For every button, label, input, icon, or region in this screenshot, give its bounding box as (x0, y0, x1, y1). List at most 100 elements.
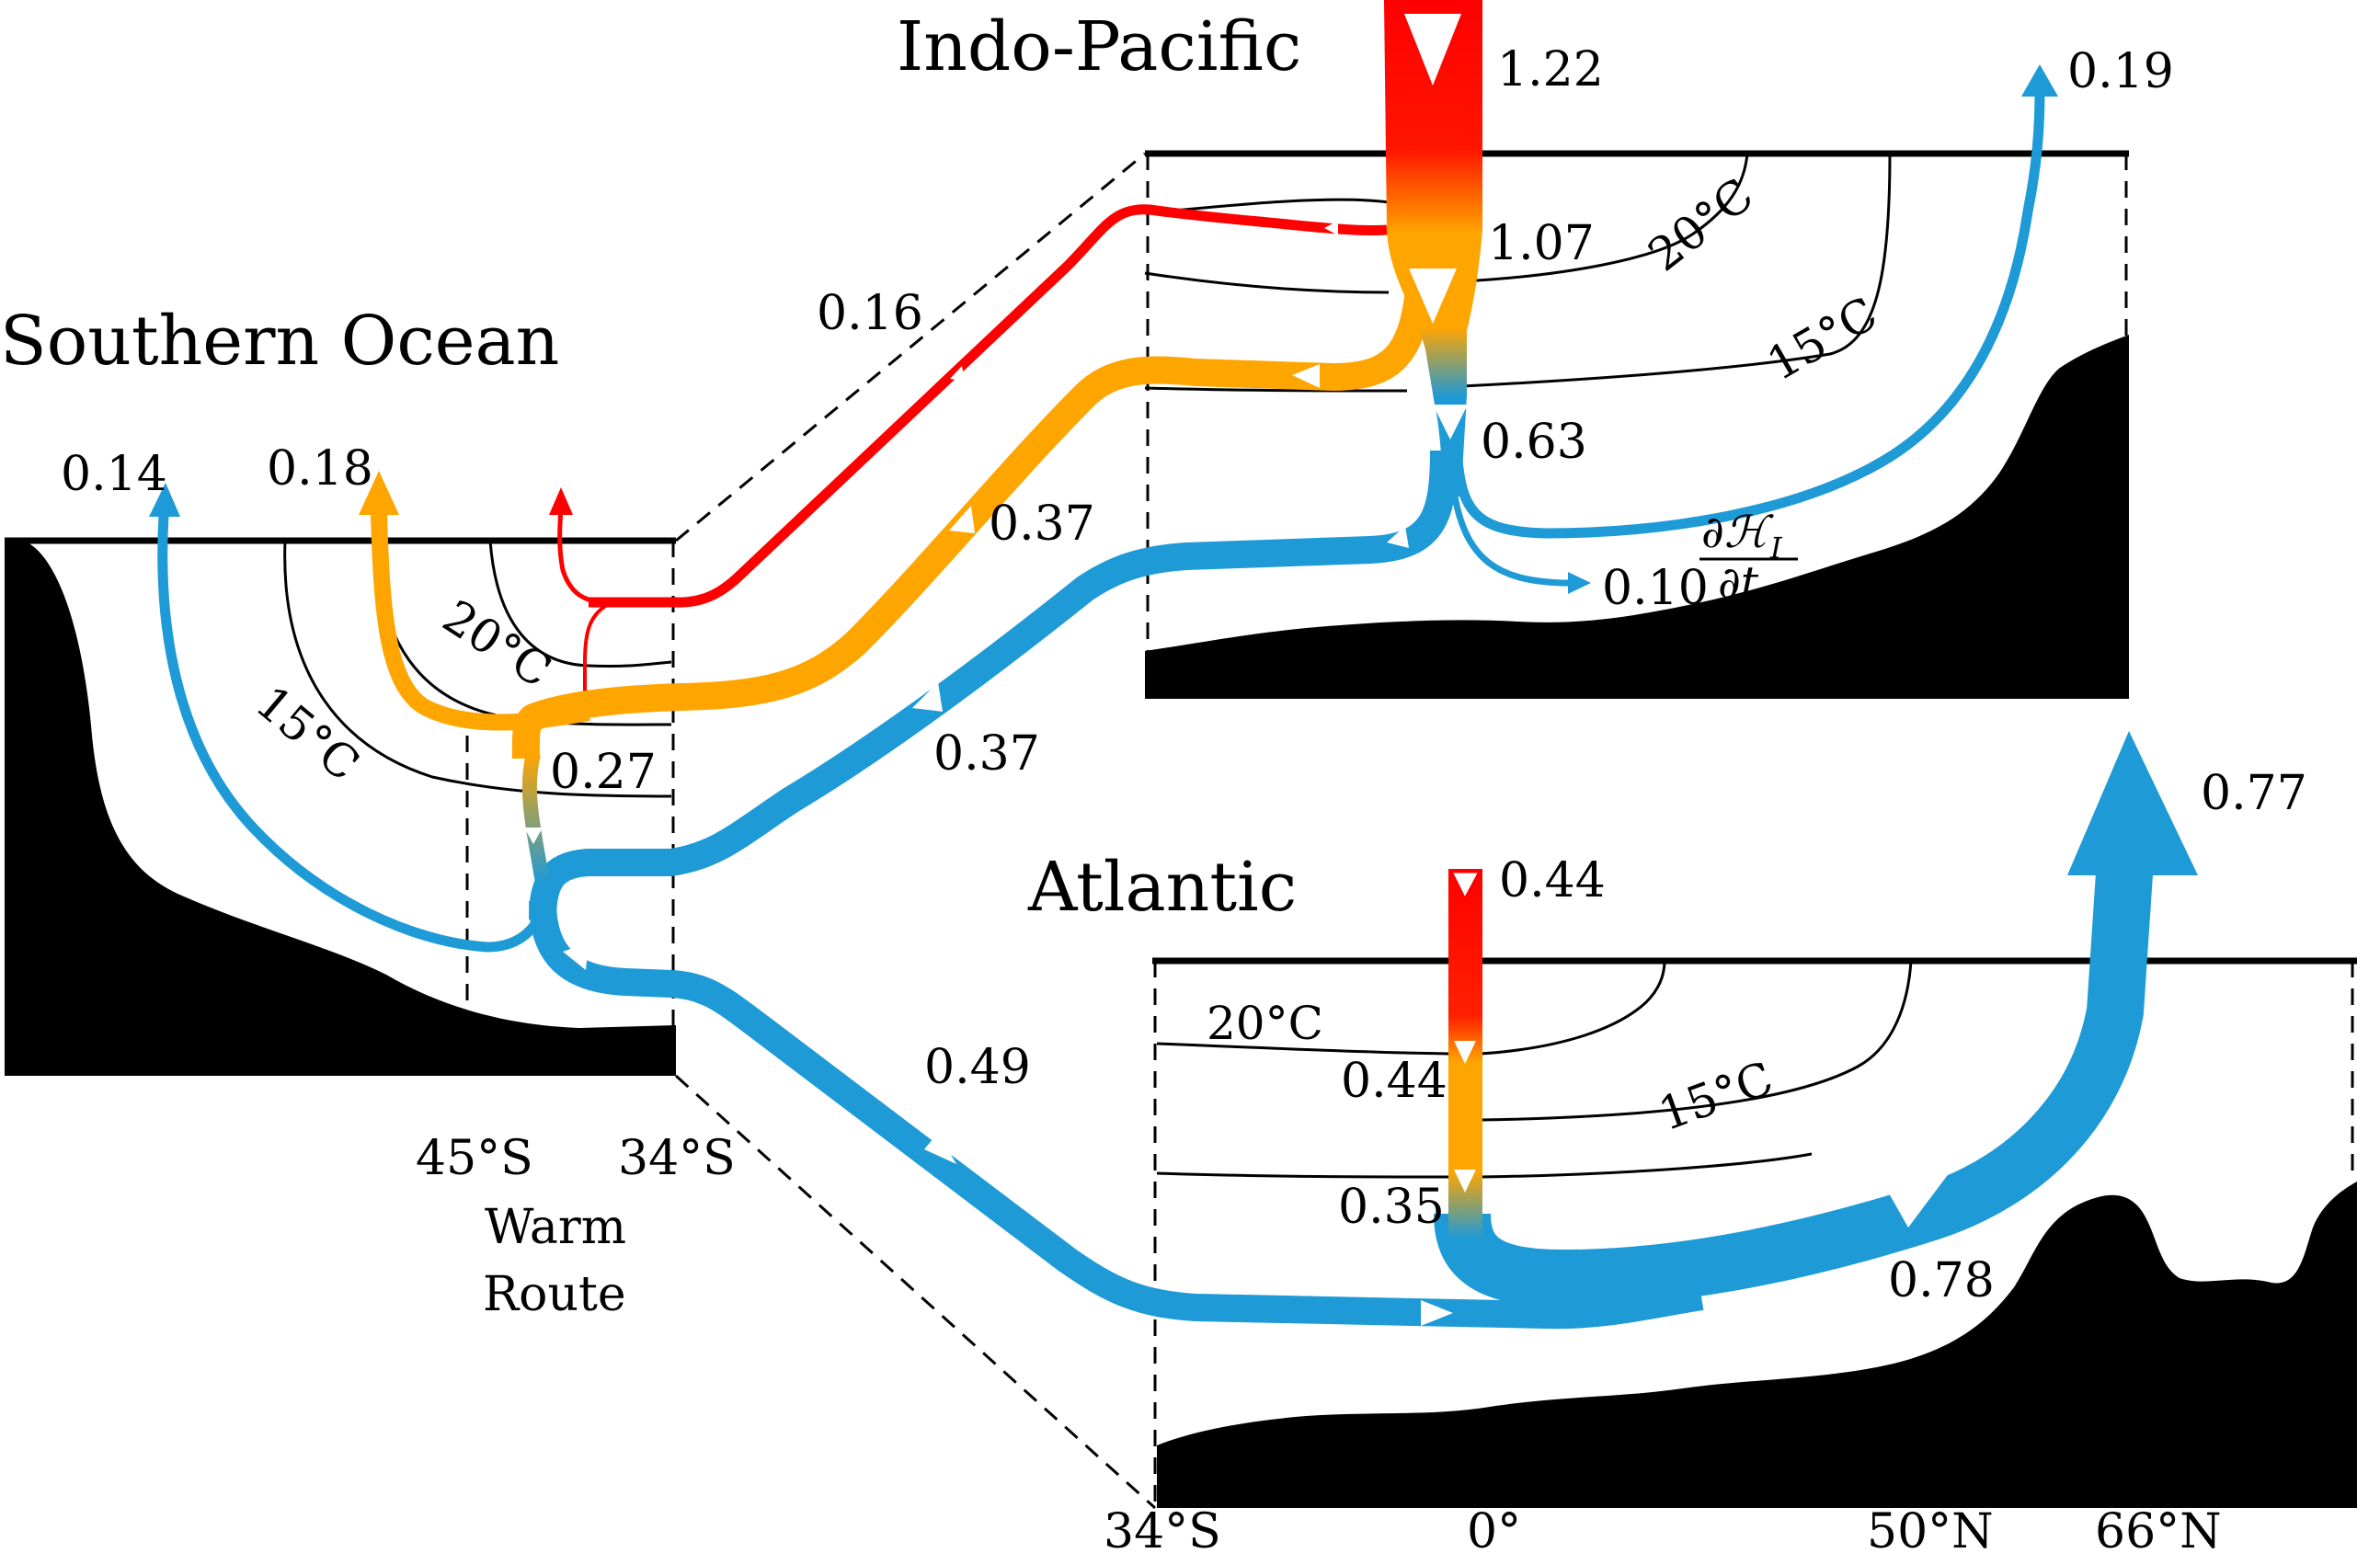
atl-blue-dir-arrow-3 (1881, 1172, 1950, 1228)
red-dir-arrow-1 (1324, 221, 1338, 235)
ip-arrow-low (1433, 405, 1468, 440)
so-land-mass (5, 541, 676, 1076)
lat-atl-66n: 66°N (2095, 1504, 2222, 1553)
atl-arrow-mid (1454, 1041, 1476, 1064)
red-path-up (557, 507, 608, 605)
ip-blue-dir-arrow-3 (1848, 418, 1867, 434)
so-warm-route (521, 752, 550, 885)
heat-content-term: ∂ℋ I ∂t (1699, 507, 1798, 609)
atl-isotherm-lower (1156, 1171, 1449, 1179)
iso-atl-20: 20°C (1207, 997, 1323, 1050)
ip-arrowhead-north (2021, 64, 2058, 97)
value-so-warm-route: 0.27 (550, 745, 657, 800)
orange-path-main (511, 266, 1435, 759)
ip-land-mass (1145, 335, 2129, 699)
connector-bottom (674, 1074, 1157, 1510)
red-stream (549, 204, 1388, 708)
atl-column (1448, 869, 1545, 1289)
lat-atl-34s: 34°S (1104, 1504, 1221, 1553)
atl-isotherm-lower-east (1480, 1152, 1813, 1179)
ip-arrow-mid (1409, 268, 1457, 324)
flow-arrowheads (524, 221, 1950, 1326)
value-ip-north: 0.19 (2067, 44, 2174, 99)
atl-arrow-top (1448, 870, 1482, 903)
red-path-main (589, 204, 1388, 608)
orange-arrowhead-outcrop (359, 471, 399, 515)
ip-isotherm-lower (1144, 386, 1408, 393)
iso-so-20: 20°C (433, 589, 560, 698)
ip-isotherm-inner (1144, 271, 1390, 294)
atl-blue-dir-arrow-2 (1421, 1300, 1453, 1326)
value-ip-top: 1.22 (1497, 42, 1604, 97)
title-indo-pacific: Indo-Pacific (897, 7, 1301, 86)
orange-dir-arrow-2 (949, 506, 975, 533)
warm-route-line2: Route (483, 1267, 626, 1322)
so-blue-path (157, 514, 548, 953)
value-ip-blue: 0.37 (933, 726, 1040, 782)
ip-isotherm-20c-east (1461, 153, 1749, 283)
value-ip-orange: 0.37 (989, 497, 1095, 552)
transport-values: 1.22 1.07 0.63 0.19 0.16 0.37 0.37 0.10 … (61, 42, 2307, 1308)
value-atl-mid: 0.44 (1341, 1054, 1447, 1109)
heat-numerator: ∂ℋ (1701, 507, 1774, 558)
titles: Indo-Pacific Southern Ocean Atlantic (0, 7, 1301, 927)
value-ip-mid: 1.07 (1488, 216, 1595, 271)
value-atl-top: 0.44 (1499, 853, 1606, 908)
atl-downwelling-column (1448, 869, 1545, 1289)
southern-ocean-panel (5, 537, 676, 1076)
so-blue-outcrop (149, 483, 548, 953)
red-path-down (583, 603, 609, 708)
value-atl-north-flow: 0.78 (1888, 1253, 1995, 1308)
iso-atl-15: 15°C (1652, 1051, 1779, 1141)
connector-top (675, 152, 1146, 542)
atl-blue-dir-arrow-1 (924, 1133, 956, 1164)
lat-so-34s: 34°S (618, 1131, 736, 1186)
latitude-labels: 45°S 34°S 34°S 0° 50°N 66°N (416, 1131, 2222, 1553)
value-atl-south: 0.49 (924, 1040, 1031, 1095)
value-ip-red: 0.16 (817, 286, 923, 341)
value-ip-heat: 0.10 (1602, 561, 1709, 616)
value-atl-north-out: 0.77 (2201, 766, 2307, 821)
so-blue-arrowhead (149, 483, 180, 517)
value-so-blue: 0.14 (61, 447, 167, 502)
heat-subscript: I (1769, 531, 1783, 565)
title-atlantic: Atlantic (1027, 848, 1297, 927)
ip-blue-stream (529, 64, 2058, 920)
ip-arrow-top (1404, 14, 1461, 86)
atl-arrow-low (1454, 1170, 1476, 1193)
ip-downwelling-column (1384, 0, 1482, 497)
so-warm-dir-arrow (524, 828, 543, 844)
ip-blue-dir-arrow-2 (912, 682, 943, 712)
ip-blue-north (1452, 91, 2045, 539)
atl-land-mass (1157, 1182, 2357, 1508)
so-blue-dir-arrow (563, 942, 589, 970)
atl-isotherm-mid (1480, 960, 1913, 1122)
ip-blue-path-main (529, 450, 1458, 920)
ip-blue-dir-arrow-1 (1387, 526, 1409, 548)
value-atl-deep: 0.35 (1338, 1180, 1445, 1235)
atl-blue-south (529, 900, 1704, 1330)
lat-so-45s: 45°S (416, 1131, 533, 1186)
so-isotherm-20c (488, 540, 672, 668)
atl-blue-north (1434, 871, 2153, 1307)
value-so-orange: 0.18 (267, 441, 373, 497)
warm-route-label: Warm Route (483, 1200, 626, 1322)
atl-isotherm-20c-east (1480, 960, 1666, 1056)
orange-dir-arrow-1 (1292, 364, 1320, 388)
red-dir-arrow-2 (950, 366, 965, 381)
ip-isotherm-15c (1461, 153, 1892, 388)
warm-route-line1: Warm (485, 1200, 626, 1255)
so-isotherm-15c (283, 540, 672, 798)
iso-ip-20: 20°C (1639, 168, 1764, 282)
atl-arrowhead-north (2067, 731, 2198, 875)
title-southern-ocean: Southern Ocean (0, 302, 559, 381)
iso-so-15: 15°C (246, 676, 369, 792)
ip-blue-heat (1451, 496, 1573, 587)
orange-stream (359, 266, 1435, 759)
ip-column-wide (1384, 0, 1482, 497)
red-arrowhead-outcrop (549, 487, 573, 515)
atl-isotherm-20c (1156, 1042, 1449, 1056)
lat-atl-50n: 50°N (1867, 1504, 1994, 1553)
lat-atl-0: 0° (1467, 1504, 1521, 1553)
